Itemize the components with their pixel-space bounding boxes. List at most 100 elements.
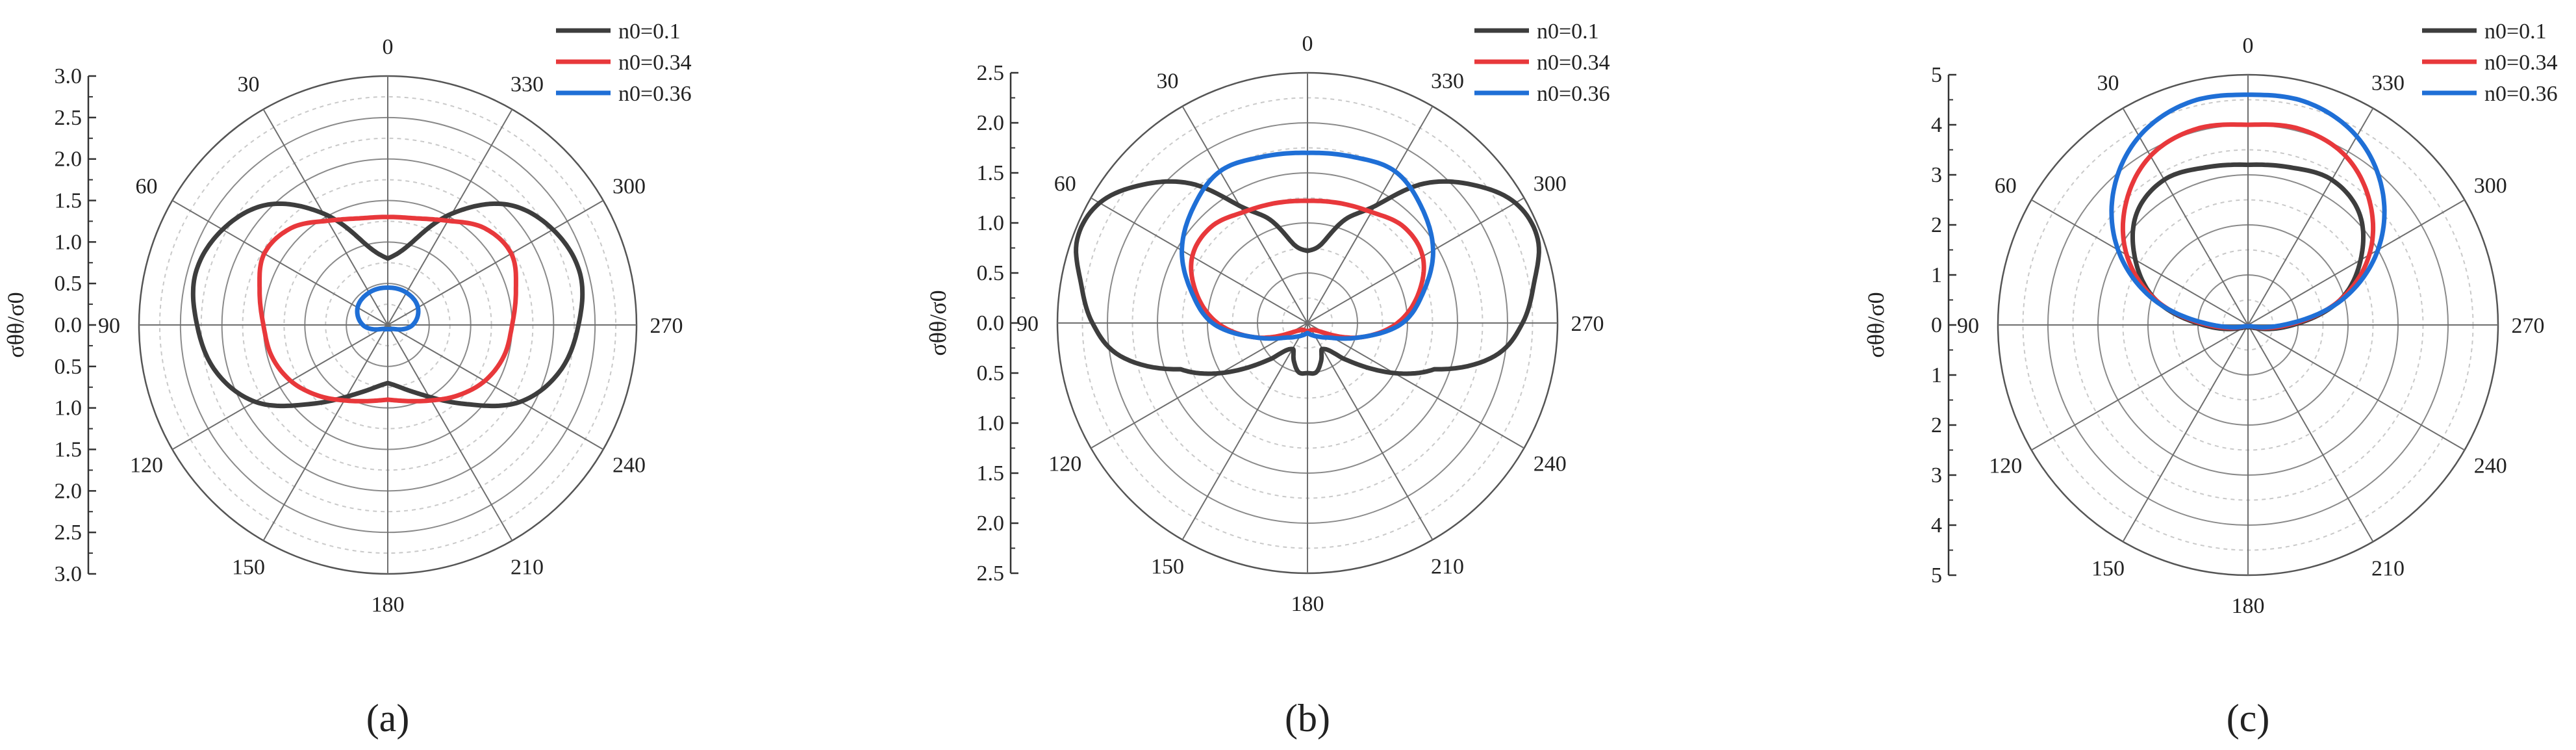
spoke [1307,106,1433,324]
radial-tick-label: 0.0 [55,313,82,337]
legend: n0=0.1 n0=0.34 n0=0.36 [2422,19,2558,106]
spoke [1307,322,1524,449]
radial-tick-label: 1.5 [977,461,1005,485]
radial-tick-label: 0.5 [977,261,1005,285]
angle-tick-label: 60 [135,175,157,199]
spoke [2247,324,2465,451]
spoke [171,200,388,326]
radial-tick-label: 5 [1931,63,1942,87]
series-line-n00.34 [257,214,518,404]
angle-tick-label: 240 [612,454,646,478]
spoke [1181,322,1308,540]
legend-label: n0=0.36 [1537,82,1610,106]
spoke [262,324,388,541]
angle-tick-label: 150 [2091,556,2125,580]
spoke [171,324,388,450]
legend-label: n0=0.36 [2484,82,2558,106]
spoke [1091,322,1308,449]
legend-label: n0=0.36 [618,82,692,106]
angle-tick-label: 180 [1291,592,1324,616]
angle-tick-label: 30 [2097,71,2119,96]
radial-tick-label: 2.5 [55,521,82,545]
angle-tick-label: 90 [1957,314,1979,338]
angle-tick-label: 270 [1571,312,1604,336]
radial-tick-label: 0.5 [977,361,1005,385]
radial-tick-label: 1.5 [977,161,1005,185]
radial-tick-label: 0.0 [977,311,1005,335]
radial-tick-label: 3 [1931,163,1942,187]
polar-chart-a: 03060901201501802102402703003300.00.50.5… [3,19,692,740]
spoke [387,109,513,326]
series-line-n00.36 [355,285,421,332]
spoke [387,324,604,450]
spoke [387,200,604,326]
series-curves [190,201,585,409]
radial-tick-label: 4 [1931,113,1942,137]
angle-tick-label: 30 [238,72,260,96]
angle-tick-label: 300 [1534,172,1567,196]
angle-tick-label: 330 [2371,71,2405,96]
spoke [2247,324,2374,542]
spoke [2031,324,2249,451]
angle-tick-label: 120 [1048,452,1081,476]
radial-tick-label: 1.0 [977,411,1005,435]
spoke [1091,197,1308,324]
legend-label: n0=0.1 [2484,19,2547,44]
radial-tick-label: 1.0 [977,211,1005,235]
spoke [1307,197,1524,324]
radial-tick-label: 3.0 [55,64,82,88]
radial-tick-label: 2 [1931,413,1942,437]
series-line-n00.36 [1180,150,1435,341]
panel-label: (b) [1285,697,1330,740]
radial-tick-label: 2.0 [55,148,82,172]
radial-tick-label: 3 [1931,463,1942,487]
radial-tick-label: 2.5 [55,106,82,130]
y-axis-title: σθθ/σ0 [1863,292,1889,357]
angle-tick-label: 240 [2474,454,2507,478]
spoke [2122,324,2249,542]
angle-tick-label: 180 [372,593,405,617]
series-curves [1074,150,1541,376]
angle-tick-label: 60 [1995,174,2017,198]
angle-tick-label: 0 [1302,32,1313,56]
radial-tick-label: 2.5 [977,562,1005,586]
angle-tick-label: 90 [98,314,120,338]
angle-tick-label: 150 [232,556,265,580]
angle-tick-label: 0 [383,35,394,59]
angle-tick-label: 150 [1151,554,1184,578]
radial-axis: 0.00.50.51.01.01.51.52.02.02.52.53.03.0σ… [3,64,96,586]
legend-label: n0=0.1 [1537,19,1599,44]
legend-label: n0=0.34 [2484,51,2558,75]
angle-tick-label: 210 [1431,554,1464,578]
spoke [1307,322,1433,540]
radial-tick-label: 1.5 [55,438,82,462]
angle-tick-label: 30 [1157,70,1179,94]
radial-tick-label: 5 [1931,563,1942,588]
angle-tick-label: 90 [1017,312,1039,336]
angle-tick-label: 330 [511,72,544,96]
y-axis-title: σθθ/σ0 [925,290,951,356]
spoke [2247,199,2465,326]
angle-tick-label: 210 [2371,556,2405,580]
spoke [387,324,513,541]
angle-tick-label: 330 [1431,70,1464,94]
radial-tick-label: 1 [1931,263,1942,287]
angle-tick-label: 120 [130,454,163,478]
spoke [2031,199,2249,326]
radial-tick-label: 2 [1931,213,1942,237]
radial-tick-label: 2.0 [977,511,1005,536]
polar-chart-b: 03060901201501802102402703003300.00.50.5… [925,19,1610,740]
spoke [262,109,388,326]
series-curves [2109,92,2387,331]
angle-tick-label: 180 [2232,594,2265,618]
radial-tick-label: 1 [1931,363,1942,387]
angle-tick-label: 120 [1989,454,2022,478]
legend-label: n0=0.34 [1537,51,1610,75]
radial-tick-label: 0 [1931,313,1942,337]
polar-chart-c: 0306090120150180210240270300330011223344… [1863,19,2558,740]
angle-tick-label: 0 [2243,34,2254,58]
legend: n0=0.1 n0=0.34 n0=0.36 [1474,19,1610,106]
